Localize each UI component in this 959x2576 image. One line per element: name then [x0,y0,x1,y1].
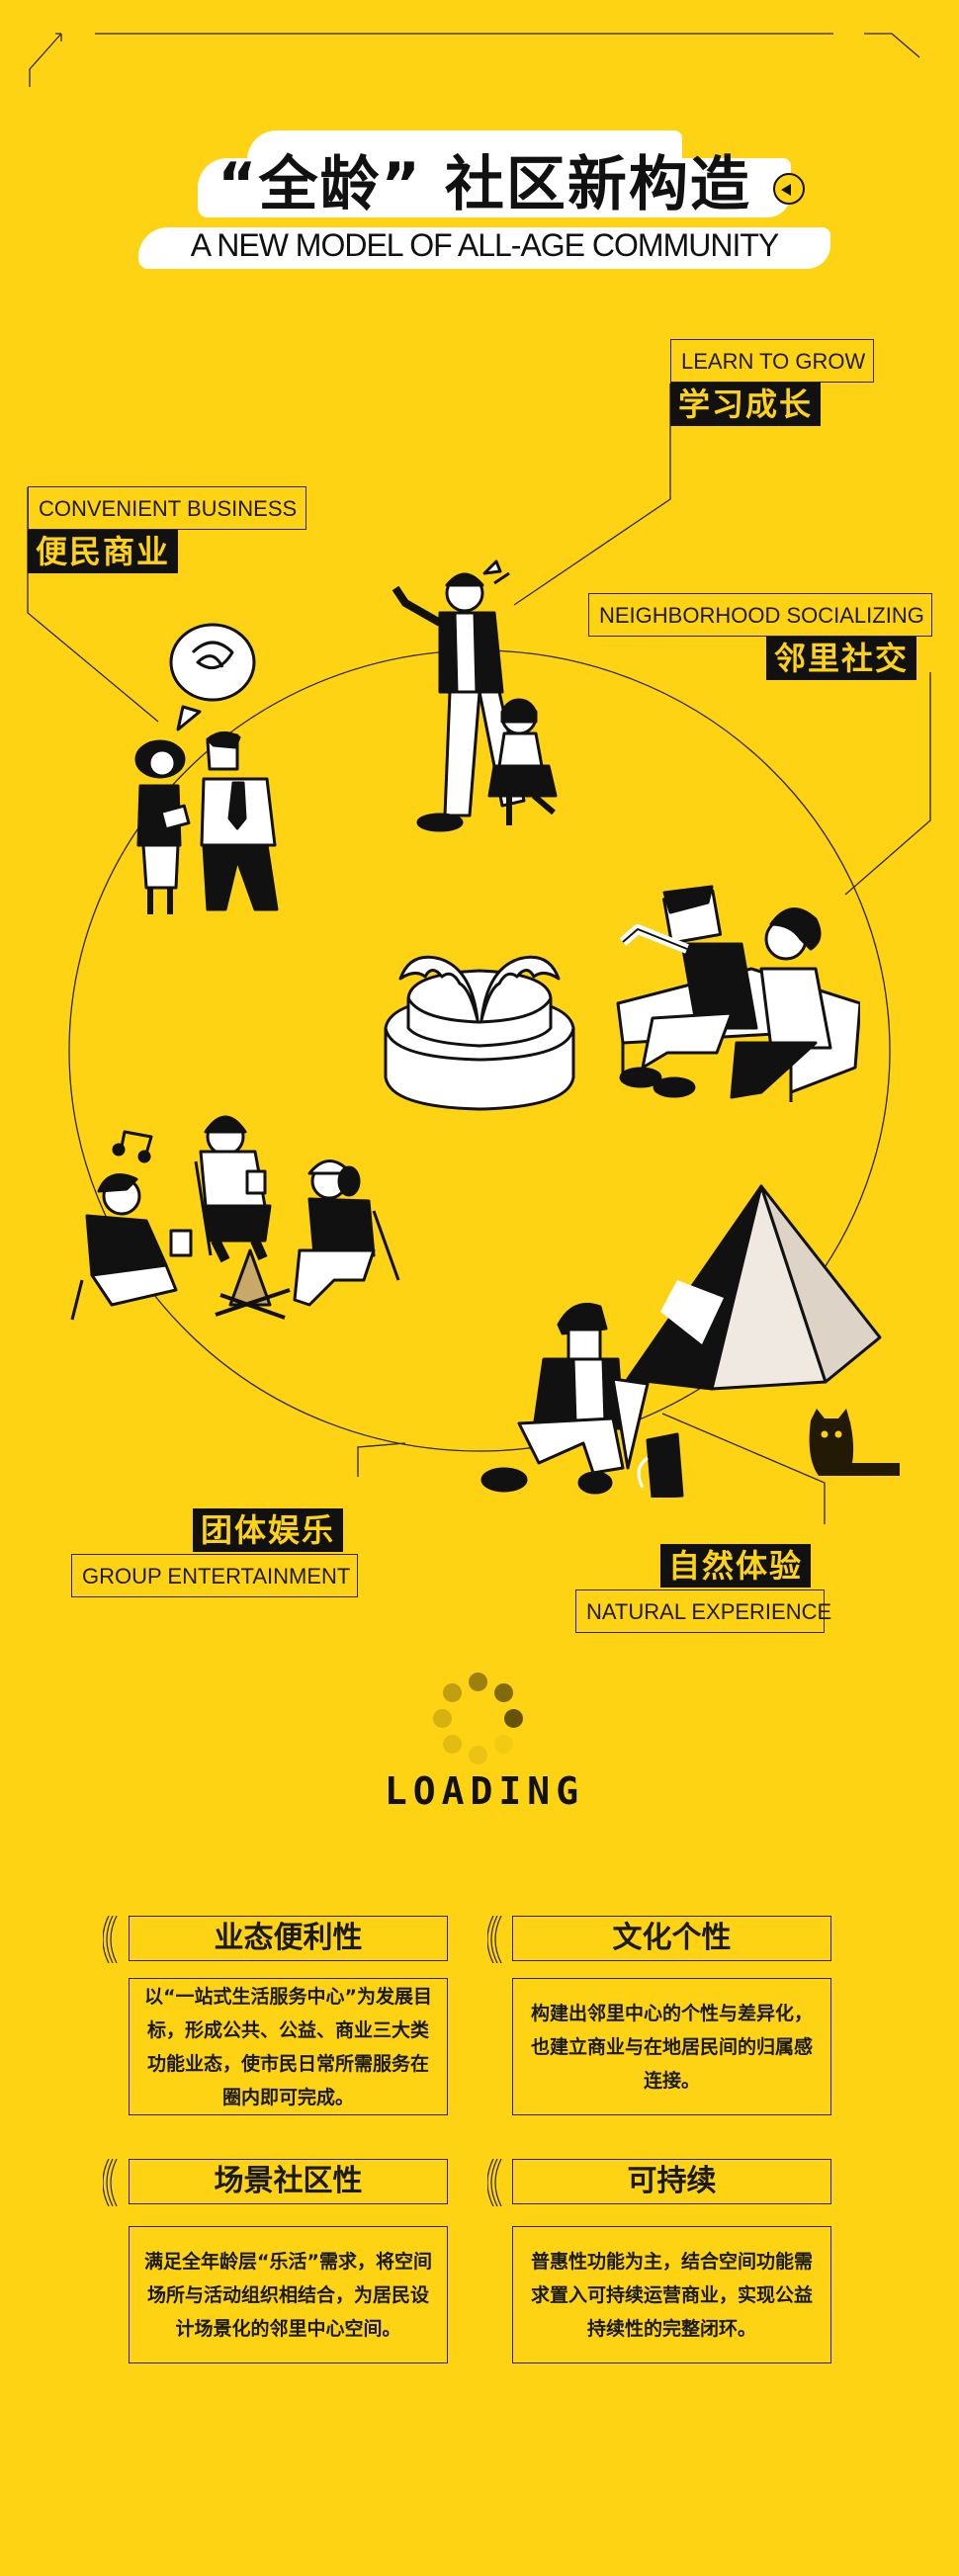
feature-title-convenience: 业态便利性 [129,1916,448,1961]
camping-scene-illustration [480,1184,900,1498]
feature-body-scene: 满足全年龄层“乐活”需求，将空间场所与活动组织相结合，为居民设计场景化的邻里中心… [129,2226,448,2363]
campfire-group-illustration [70,1115,400,1321]
brush-stroke-bottom [138,227,830,269]
feature-body-culture: 构建出邻里中心的个性与差异化，也建立商业与在地居民间的归属感连接。 [512,1978,831,2115]
feature-title-scene: 场景社区性 [129,2159,448,2204]
label-en-learn-to-grow: LEARN TO GROW [670,339,874,383]
bracket-decoration-icon [103,2159,118,2206]
page-subtitle: A NEW MODEL OF ALL-AGE COMMUNITY [190,227,779,263]
label-cn-learn-to-grow: 学习成长 [670,383,822,426]
feature-body-convenience: 以“一站式生活服务中心”为发展目标，形成公共、公益、商业三大类功能业态，使市民日… [129,1978,448,2115]
label-cn-natural-experience: 自然体验 [660,1544,812,1588]
label-en-neighborhood-socializing: NEIGHBORHOOD SOCIALIZING [588,593,932,637]
page-title: “全龄” 社区新构造 [218,150,751,219]
label-en-group-entertainment: GROUP ENTERTAINMENT [71,1554,358,1597]
couple-on-bench-illustration [616,885,860,1102]
header: “全龄” 社区新构造 A NEW MODEL OF ALL-AGE COMMUN… [138,129,830,277]
label-cn-group-entertainment: 团体娱乐 [193,1508,344,1552]
fountain-illustration [384,955,575,1111]
bracket-decoration-icon [487,2159,502,2206]
father-daughter-illustration [392,559,558,832]
feature-title-sustainable: 可持续 [512,2159,831,2204]
loading-spinner-icon [431,1673,526,1767]
bracket-decoration-icon [487,1916,502,1963]
play-triangle-icon [773,173,805,205]
feature-body-sustainable: 普惠性功能为主，结合空间功能需求置入可持续运营商业，实现公益持续性的完整闭环。 [512,2226,831,2363]
brush-stroke-mid [198,158,791,217]
loading-label: LOADING [384,1769,585,1813]
bracket-decoration-icon [103,1916,118,1963]
label-cn-neighborhood-socializing: 邻里社交 [766,637,917,680]
label-en-convenient-business: CONVENIENT BUSINESS [28,486,306,530]
business-people-illustration [134,623,279,914]
label-cn-convenient-business: 便民商业 [28,530,179,573]
feature-title-culture: 文化个性 [512,1916,831,1961]
label-en-natural-experience: NATURAL EXPERIENCE [575,1589,831,1633]
